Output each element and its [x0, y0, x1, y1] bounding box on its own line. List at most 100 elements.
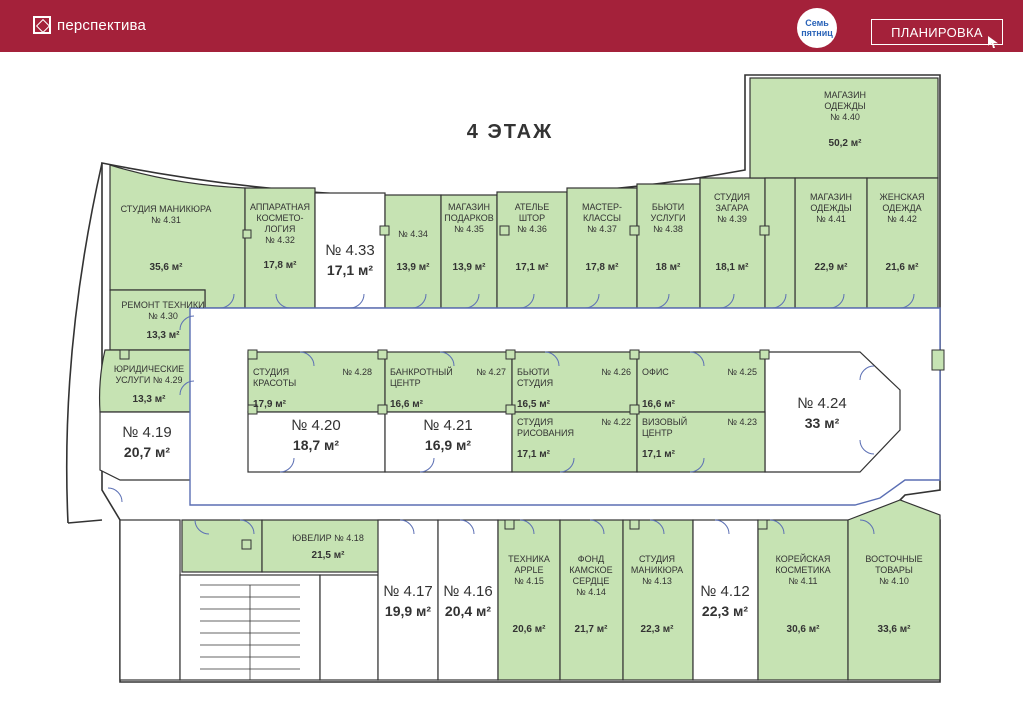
unit-label-4.41-1: ОДЕЖДЫ: [810, 203, 851, 213]
unit-label-4.42-1: ОДЕЖДА: [882, 203, 921, 213]
unit-number-4.24: № 4.24: [797, 395, 846, 412]
unit-number-4.28: № 4.28: [342, 367, 372, 377]
unit-number-4.20: № 4.20: [291, 417, 340, 434]
unit-label-4.15-0: ТЕХНИКА: [508, 554, 550, 564]
unit-4.42: [866, 177, 939, 309]
brand-mark-icon: [33, 16, 51, 34]
unit-4.33: [314, 192, 386, 309]
unit-label-4.39-0: СТУДИЯ: [714, 192, 750, 202]
unit-4.37: [566, 187, 638, 309]
unit-area-4.27: 16,6 м²: [390, 399, 424, 410]
unit-number-4.12: № 4.12: [700, 583, 749, 600]
unit-4.11: [757, 519, 849, 681]
unit-label-4.32-0: АППАРАТНАЯ: [250, 202, 310, 212]
unit-area-4.20: 18,7 м²: [293, 437, 339, 453]
unit-label-4.23-0: ВИЗОВЫЙ: [642, 416, 687, 427]
unit-label-4.11-2: № 4.11: [788, 576, 817, 586]
unit-label-4.10-2: № 4.10: [879, 576, 909, 586]
unit-label-4.14-1: КАМСКОЕ: [569, 565, 612, 575]
unit-4.26: [511, 351, 638, 413]
unit-label-4.37-2: № 4.37: [587, 224, 617, 234]
unit-area-4.36: 17,1 м²: [516, 262, 550, 273]
unit-label-4.41-0: МАГАЗИН: [810, 192, 852, 202]
unit-4.15: [497, 519, 561, 681]
unit-label-4.10-1: ТОВАРЫ: [875, 565, 913, 575]
unit-label-4.39-2: № 4.39: [717, 214, 747, 224]
unit-label-4.30-0: РЕМОНТ ТЕХНИКИ: [121, 300, 204, 310]
unit-label-4.13-2: № 4.13: [642, 576, 672, 586]
unit-label-4.26-1: СТУДИЯ: [517, 378, 553, 388]
unit-label-4.38-2: № 4.38: [653, 224, 683, 234]
unit-4.18: [261, 519, 401, 573]
unit-label-4.37-0: МАСТЕР-: [582, 202, 622, 212]
unit-label-4.39-1: ЗАГАРА: [715, 203, 748, 213]
unit-4.35: [440, 194, 498, 309]
unit-number-4.17: № 4.17: [383, 583, 432, 600]
unit-number-4.27: № 4.27: [476, 367, 506, 377]
unit-4.22: [511, 411, 638, 473]
unit-label-4.27-0: БАНКРОТНЫЙ: [390, 366, 453, 377]
unit-area-4.30: 13,3 м²: [147, 330, 181, 341]
unit-label-4.31-1: № 4.31: [151, 215, 181, 225]
unit-label-4.30-1: № 4.30: [148, 311, 178, 321]
unit-label-4.29-0: ЮРИДИЧЕСКИЕ: [114, 364, 184, 374]
unit-label-4.34-0: № 4.34: [398, 229, 428, 239]
unit-label-4.10-0: ВОСТОЧНЫЕ: [865, 554, 922, 564]
unit-4.34: [384, 194, 442, 309]
unit-label-4.22-1: РИСОВАНИЯ: [517, 428, 574, 438]
unit-label-4.18-0: ЮВЕЛИР № 4.18: [292, 533, 364, 543]
unit-area-4.42: 21,6 м²: [886, 262, 920, 273]
unit-4.13: [622, 519, 694, 681]
plan-button-label: ПЛАНИРОВКА: [891, 24, 983, 40]
unit-4.14: [559, 519, 624, 681]
unit-4.36: [496, 191, 568, 309]
unit-label-4.36-2: № 4.36: [517, 224, 547, 234]
unit-label-4.14-3: № 4.14: [576, 587, 606, 597]
unit-label-4.26-0: БЬЮТИ: [517, 367, 549, 377]
unit-area-4.34: 13,9 м²: [397, 262, 431, 273]
unit-number-4.22: № 4.22: [601, 417, 631, 427]
brand-logo[interactable]: перспектива: [33, 16, 146, 34]
unit-label-4.15-1: APPLE: [514, 565, 543, 575]
brand-name: перспектива: [57, 16, 147, 34]
unit-area-4.13: 22,3 м²: [641, 624, 675, 635]
unit-label-4.38-1: УСЛУГИ: [651, 213, 686, 223]
unit-label-4.35-0: МАГАЗИН: [448, 202, 490, 212]
unit-area-4.33: 17,1 м²: [327, 262, 373, 278]
unit-4.32: [244, 187, 316, 309]
unit-number-4.26: № 4.26: [601, 367, 631, 377]
unit-4.40: [749, 77, 939, 179]
unit-label-4.35-2: № 4.35: [454, 224, 484, 234]
unit-area-4.21: 16,9 м²: [425, 437, 471, 453]
unit-label-4.28-0: СТУДИЯ: [253, 367, 289, 377]
unit-4.38: [636, 183, 701, 309]
unit-4.25: [636, 351, 766, 413]
unit-4.39b: [764, 177, 796, 309]
unit-label-4.40-1: ОДЕЖДЫ: [824, 101, 865, 111]
partner-logo-line-1: Семь: [805, 18, 829, 28]
unit-area-4.17: 19,9 м²: [385, 603, 431, 619]
unit-label-4.23-1: ЦЕНТР: [642, 428, 673, 438]
unit-4.12: [692, 519, 759, 681]
unit-area-4.28: 17,9 м²: [253, 399, 287, 410]
unit-number-4.23: № 4.23: [727, 417, 757, 427]
unit-area-4.24: 33 м²: [805, 415, 840, 431]
unit-4.10: [847, 499, 941, 681]
unit-area-4.40: 50,2 м²: [829, 138, 863, 149]
unit-label-4.32-3: № 4.32: [265, 235, 295, 245]
unit-label-4.11-1: КОСМЕТИКА: [775, 565, 830, 575]
unit-label-4.29-1: УСЛУГИ № 4.29: [115, 375, 182, 385]
unit-label-4.15-2: № 4.15: [514, 576, 544, 586]
unit-area-4.15: 20,6 м²: [513, 624, 547, 635]
unit-label-4.14-0: ФОНД: [578, 554, 604, 564]
unit-number-4.25: № 4.25: [727, 367, 757, 377]
unit-label-4.40-2: № 4.40: [830, 112, 860, 122]
unit-label-4.11-0: КОРЕЙСКАЯ: [776, 553, 831, 564]
plan-button[interactable]: ПЛАНИРОВКА: [871, 19, 1003, 48]
unit-number-4.19: № 4.19: [122, 424, 171, 441]
unit-label-4.22-0: СТУДИЯ: [517, 417, 553, 427]
unit-area-4.12: 22,3 м²: [702, 603, 748, 619]
